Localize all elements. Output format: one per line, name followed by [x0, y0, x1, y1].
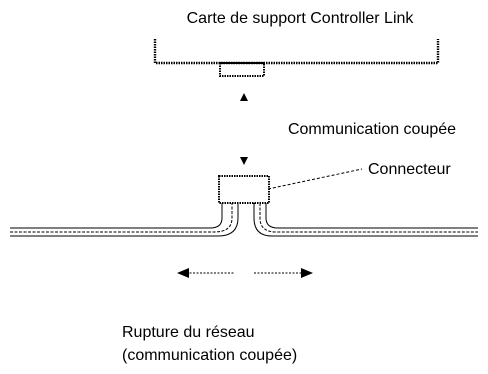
- connector-label: Connecteur: [368, 161, 451, 178]
- left-cable: [10, 203, 239, 237]
- connector-leader-line: [267, 168, 363, 190]
- network-connector: [218, 175, 270, 204]
- arrow-down-icon: [240, 157, 248, 165]
- break-label-line2: (communication coupée): [122, 347, 297, 364]
- board-connector: [219, 62, 265, 77]
- comm-cut-label: Communication coupée: [288, 121, 456, 138]
- break-label-line1: Rupture du réseau: [122, 324, 255, 341]
- right-cable: [253, 203, 478, 237]
- board-outline: [153, 39, 440, 65]
- arrow-up-icon: [240, 93, 248, 101]
- board-label: Carte de support Controller Link: [187, 10, 415, 27]
- break-left-arrow: [177, 268, 234, 278]
- break-right-arrow: [254, 268, 313, 278]
